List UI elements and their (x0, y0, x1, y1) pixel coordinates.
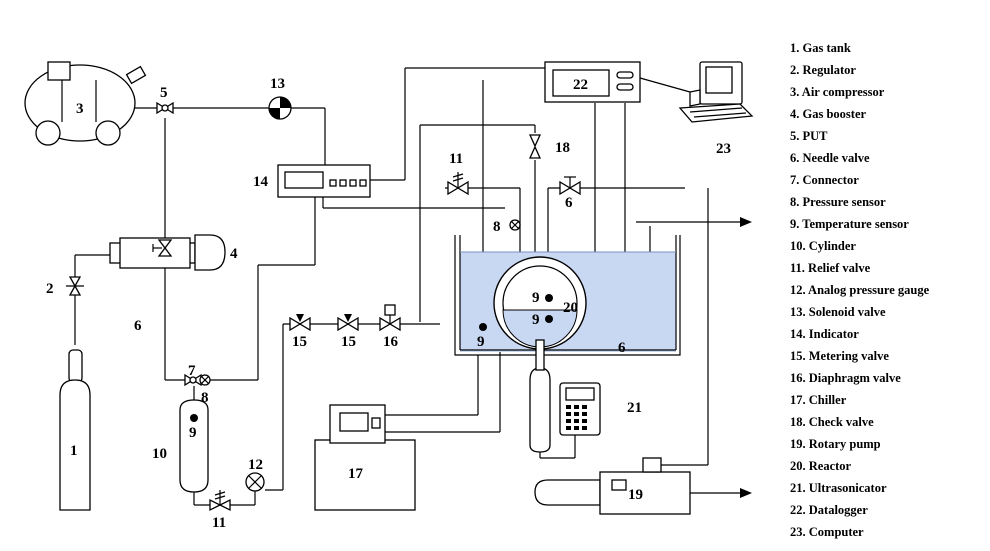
gas-booster (109, 234, 226, 271)
label-6-left: 6 (134, 318, 142, 334)
arrowheads (740, 217, 752, 498)
label-12: 12 (248, 457, 263, 473)
label-22: 22 (573, 77, 588, 93)
legend-item-3: 3. Air compressor (790, 85, 885, 99)
legend-item-11: 11. Relief valve (790, 261, 871, 275)
label-15-a: 15 (292, 334, 307, 350)
needle-valve-top (559, 176, 581, 196)
label-18: 18 (555, 140, 570, 156)
label-9-reactor-top: 9 (532, 290, 540, 306)
metering-valve-2 (337, 314, 359, 332)
air-compressor (24, 61, 147, 146)
legend-item-20: 20. Reactor (790, 459, 852, 473)
legend-item-8: 8. Pressure sensor (790, 195, 886, 209)
legend-item-7: 7. Connector (790, 173, 859, 187)
diaphragm-valve (379, 304, 401, 332)
label-20: 20 (563, 300, 578, 316)
label-8-right: 8 (493, 219, 501, 235)
cylinder (179, 386, 209, 493)
label-5: 5 (160, 85, 168, 101)
label-2: 2 (46, 281, 54, 297)
legend-item-22: 22. Datalogger (790, 503, 868, 517)
legend: 1. Gas tank 2. Regulator 3. Air compress… (790, 41, 930, 539)
component-numbers: 1 2 3 4 5 6 6 6 7 8 8 9 9 9 9 10 11 11 1… (46, 76, 731, 531)
analog-pressure-gauge (245, 472, 265, 492)
label-21: 21 (627, 400, 642, 416)
legend-item-9: 9. Temperature sensor (790, 217, 909, 231)
needle-valve-left (152, 239, 173, 257)
legend-item-6: 6. Needle valve (790, 151, 870, 165)
legend-item-14: 14. Indicator (790, 327, 859, 341)
label-3: 3 (76, 101, 84, 117)
legend-item-17: 17. Chiller (790, 393, 847, 407)
connector (184, 373, 202, 387)
legend-item-19: 19. Rotary pump (790, 437, 881, 451)
label-16: 16 (383, 334, 399, 350)
label-11-top: 11 (449, 151, 463, 167)
label-10: 10 (152, 446, 167, 462)
label-4: 4 (230, 246, 238, 262)
piping (74, 67, 742, 506)
legend-item-23: 23. Computer (790, 525, 864, 539)
datalogger (544, 61, 641, 103)
put-valve (156, 101, 174, 115)
pressure-sensor-right (509, 219, 521, 231)
label-8-left: 8 (201, 390, 209, 406)
legend-item-12: 12. Analog pressure gauge (790, 283, 930, 297)
label-9-cylinder: 9 (189, 425, 197, 441)
metering-valve-1 (289, 314, 311, 332)
label-23: 23 (716, 141, 731, 157)
rotary-pump (534, 457, 691, 515)
label-7: 7 (188, 363, 196, 379)
legend-item-21: 21. Ultrasonicator (790, 481, 887, 495)
legend-item-1: 1. Gas tank (790, 41, 851, 55)
regulator (66, 276, 84, 296)
indicator (277, 164, 371, 198)
label-6-top: 6 (565, 195, 573, 211)
label-17: 17 (348, 466, 364, 482)
legend-item-2: 2. Regulator (790, 63, 856, 77)
legend-item-5: 5. PUT (790, 129, 828, 143)
ultrasonicator (559, 382, 601, 436)
gas-tank (59, 349, 91, 511)
label-11-bottom: 11 (212, 515, 226, 531)
legend-item-13: 13. Solenoid valve (790, 305, 886, 319)
label-13: 13 (270, 76, 285, 92)
ultrasonicator-probe (529, 339, 551, 453)
label-6-bottom: 6 (618, 340, 626, 356)
legend-item-18: 18. Check valve (790, 415, 874, 429)
check-valve (528, 134, 542, 159)
chiller (314, 404, 416, 511)
label-14: 14 (253, 174, 269, 190)
legend-item-16: 16. Diaphragm valve (790, 371, 901, 385)
pressure-sensor-left (199, 374, 211, 386)
label-1: 1 (70, 443, 78, 459)
label-15-b: 15 (341, 334, 356, 350)
relief-valve-bottom (209, 490, 231, 512)
label-9-bath: 9 (477, 334, 485, 350)
relief-valve-top (447, 172, 469, 196)
label-19: 19 (628, 487, 643, 503)
computer (678, 61, 754, 123)
legend-item-4: 4. Gas booster (790, 107, 866, 121)
solenoid-valve (268, 96, 292, 120)
legend-item-10: 10. Cylinder (790, 239, 856, 253)
legend-item-15: 15. Metering valve (790, 349, 889, 363)
label-9-reactor-bottom: 9 (532, 312, 540, 328)
